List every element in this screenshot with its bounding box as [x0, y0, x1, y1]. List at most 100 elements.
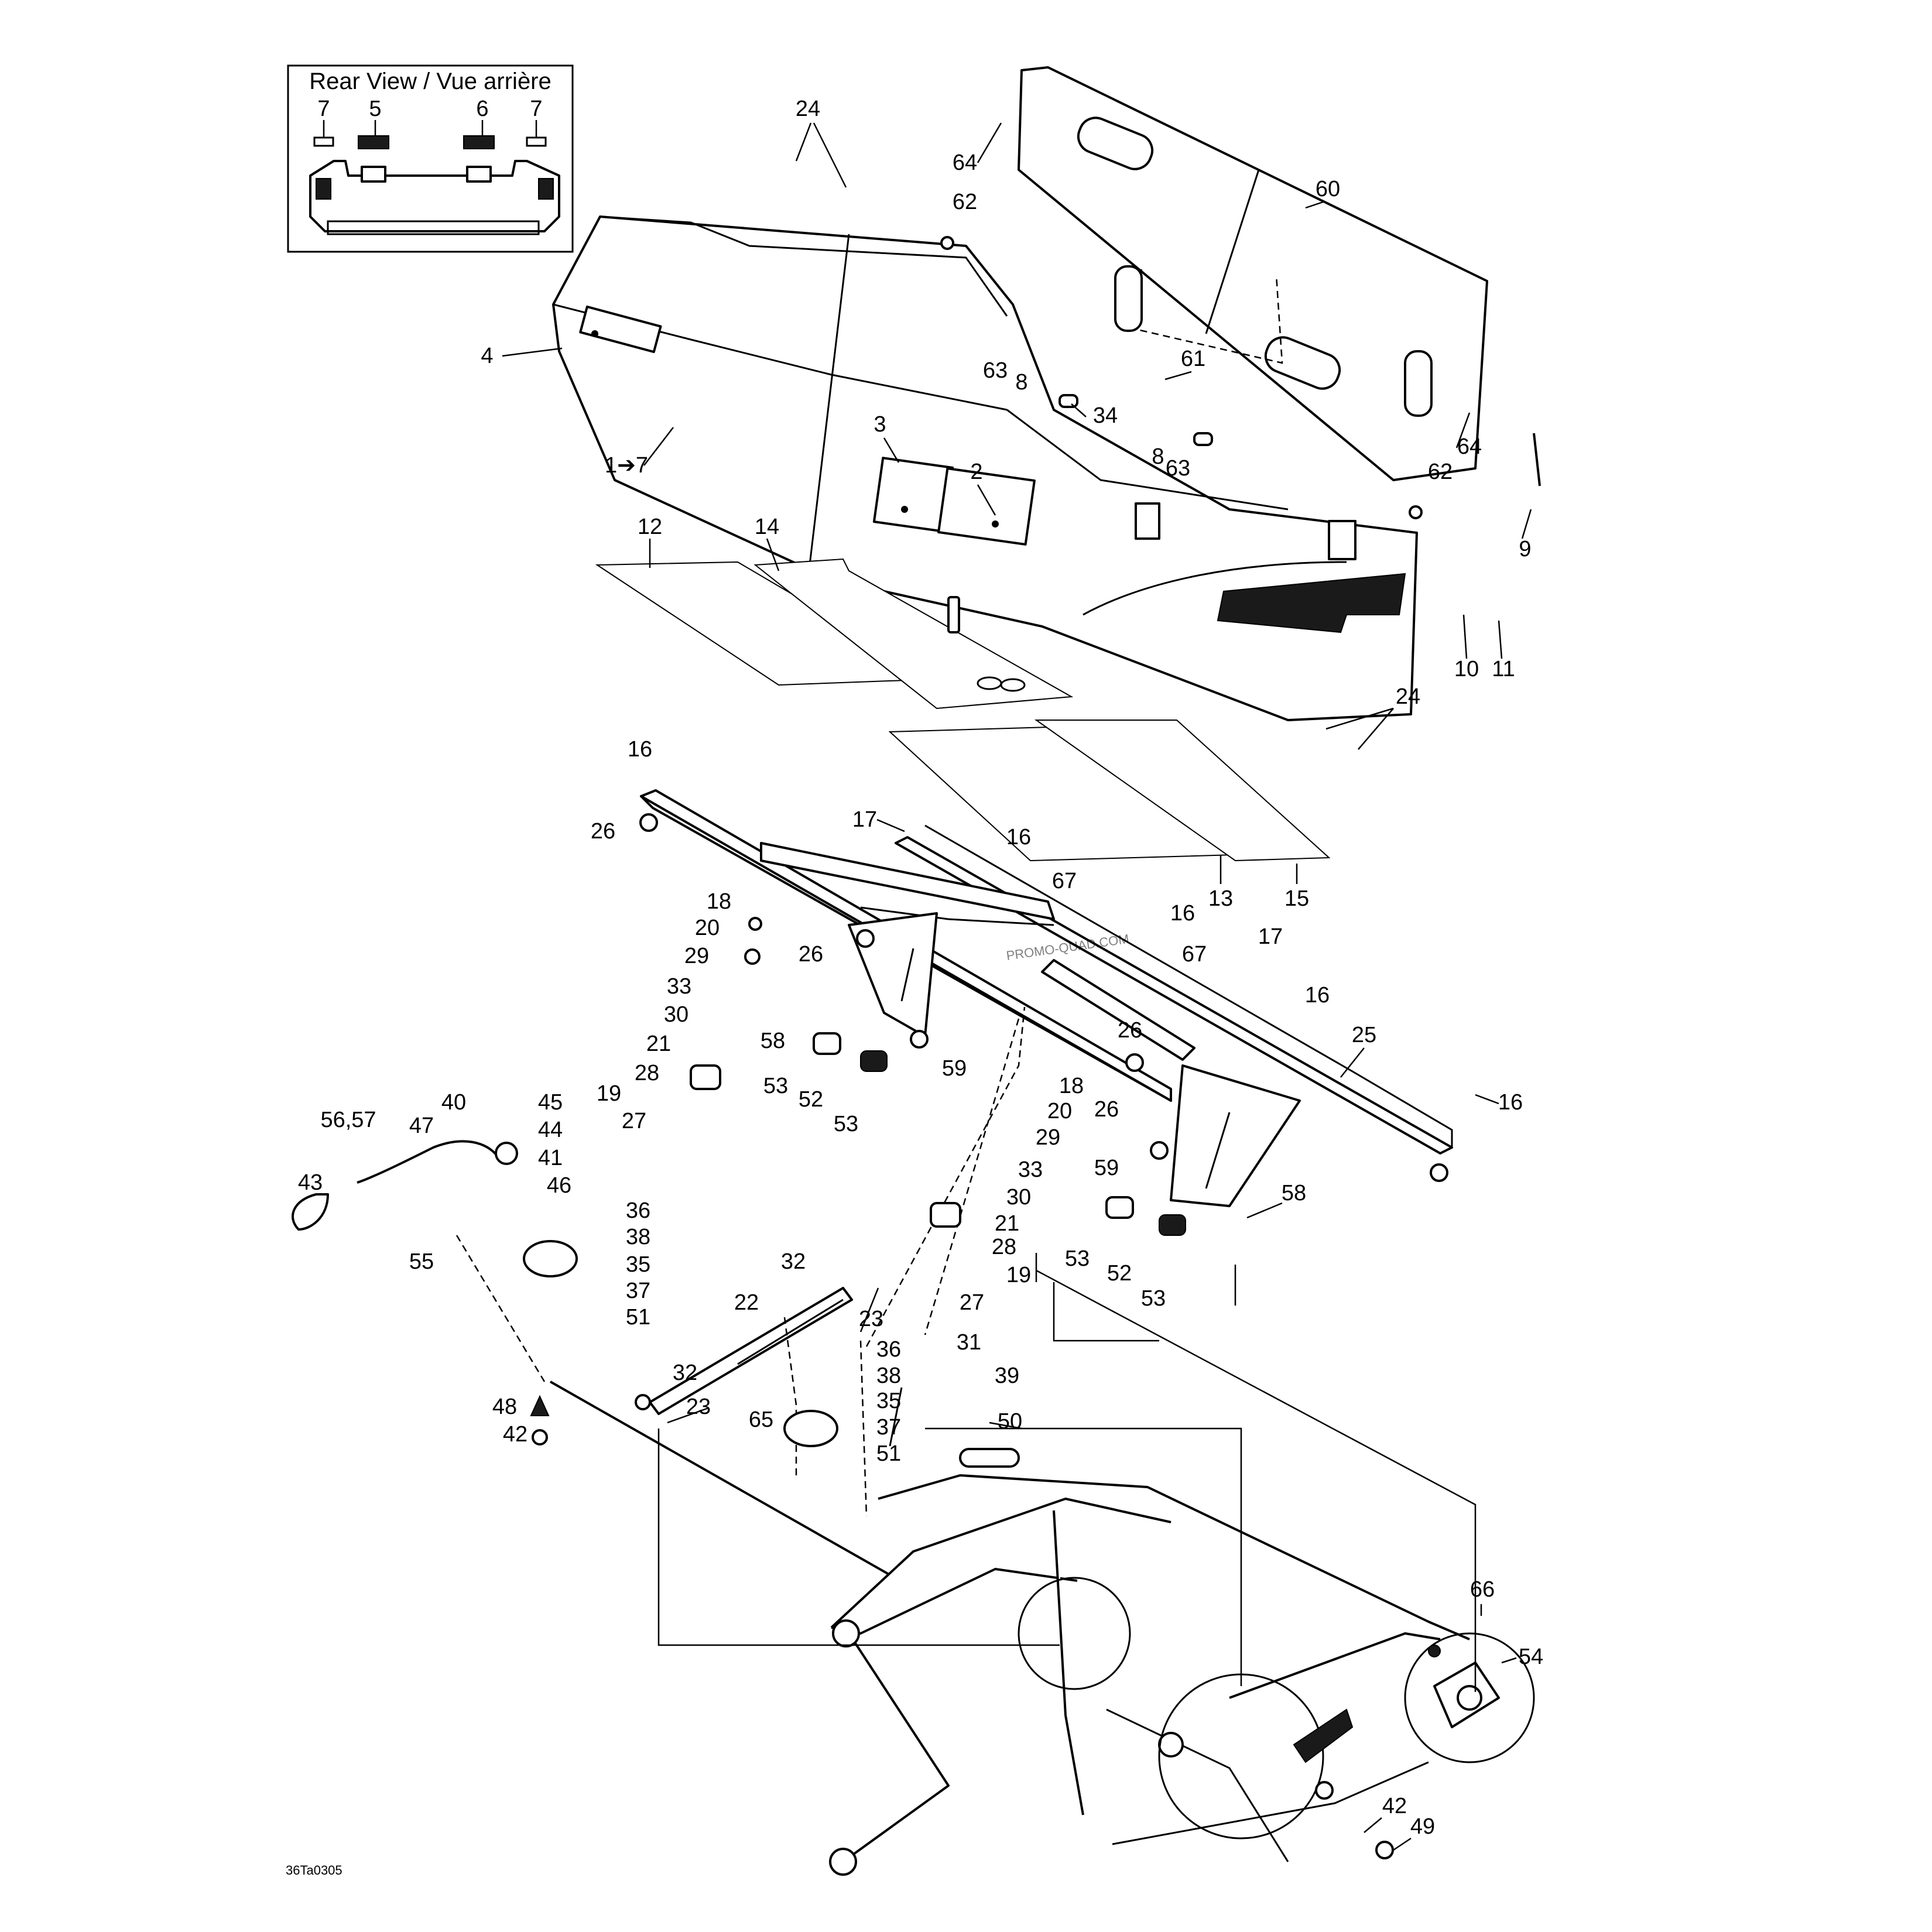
callout-14: 14 [755, 515, 779, 539]
callout-52: 52 [799, 1087, 823, 1112]
callout-22: 22 [734, 1290, 759, 1315]
callout-30: 30 [664, 1002, 688, 1027]
callout-3: 3 [873, 412, 886, 437]
callout-38: 38 [876, 1364, 901, 1388]
callout-42: 42 [1382, 1794, 1407, 1818]
callout-64: 64 [1457, 434, 1482, 459]
callout-49: 49 [1410, 1814, 1435, 1839]
callout-12: 12 [638, 515, 662, 539]
callout-63: 63 [983, 358, 1008, 383]
callout-42: 42 [503, 1422, 527, 1447]
inset-title: Rear View / Vue arrière [309, 68, 551, 94]
callout-18: 18 [707, 889, 731, 914]
callout-8: 8 [1015, 370, 1027, 395]
hardware [523, 236, 1541, 1859]
callout-66: 66 [1470, 1577, 1495, 1602]
callout-20: 20 [695, 916, 720, 940]
callout-46: 46 [547, 1173, 571, 1198]
callout-65: 65 [749, 1407, 773, 1432]
callout-35: 35 [876, 1389, 901, 1413]
callout-53: 53 [834, 1112, 858, 1136]
callout-37: 37 [626, 1279, 650, 1303]
leader-lines [502, 122, 1532, 1851]
callout-26: 26 [799, 942, 823, 967]
callout-1-to-7: 1➔7 [605, 453, 648, 478]
callout-23: 23 [686, 1395, 711, 1419]
callout-17: 17 [1258, 924, 1283, 949]
callout-11: 11 [1492, 657, 1515, 681]
callout-47: 47 [409, 1114, 434, 1138]
inset-label-7-right: 7 [530, 97, 542, 121]
callout-16: 16 [628, 737, 652, 762]
callout-53: 53 [1065, 1246, 1090, 1271]
callout-19: 19 [597, 1081, 621, 1106]
callout-59: 59 [942, 1056, 967, 1081]
callout-9: 9 [1519, 537, 1531, 561]
callout-44: 44 [538, 1118, 563, 1142]
callout-61: 61 [1181, 347, 1205, 371]
callout-64: 64 [953, 150, 977, 175]
strut-and-rods [292, 1140, 890, 1576]
callout-17: 17 [852, 807, 877, 832]
callout-28: 28 [992, 1235, 1016, 1259]
inset-label-6: 6 [476, 97, 488, 121]
callout-40: 40 [441, 1090, 466, 1115]
callout-62: 62 [1428, 460, 1453, 484]
callout-19: 19 [1006, 1263, 1031, 1287]
callout-45: 45 [538, 1090, 563, 1115]
callout-33: 33 [667, 974, 691, 999]
callout-55: 55 [409, 1249, 434, 1274]
callout-26: 26 [1118, 1018, 1142, 1043]
callout-63: 63 [1166, 456, 1190, 481]
callout-20: 20 [1047, 1099, 1072, 1123]
callout-27: 27 [622, 1109, 646, 1133]
callout-26: 26 [591, 819, 615, 844]
callout-51: 51 [626, 1305, 650, 1330]
callout-4: 4 [481, 344, 493, 368]
callout-13: 13 [1208, 886, 1233, 911]
floor-sheets [595, 558, 1331, 862]
vehicle-frame [829, 1387, 1535, 1876]
callout-60: 60 [1316, 177, 1340, 201]
callout-34: 34 [1093, 403, 1118, 428]
callout-62: 62 [953, 190, 977, 214]
callout-16: 16 [1498, 1090, 1523, 1115]
callout-21: 21 [646, 1032, 671, 1056]
callout-58: 58 [761, 1029, 785, 1053]
inset-label-7-left: 7 [317, 97, 330, 121]
callout-54: 54 [1519, 1645, 1543, 1669]
callout-28: 28 [635, 1061, 659, 1085]
cargo-box [552, 215, 1418, 721]
callout-53: 53 [1141, 1286, 1166, 1311]
callout-33: 33 [1018, 1157, 1043, 1182]
callout-36: 36 [626, 1198, 650, 1223]
callout-2: 2 [970, 460, 982, 484]
callout-32: 32 [673, 1361, 697, 1385]
callout-29: 29 [1036, 1125, 1060, 1150]
callout-59: 59 [1094, 1156, 1119, 1180]
callout-24: 24 [796, 97, 820, 121]
callout-15: 15 [1284, 886, 1309, 911]
callout-41: 41 [538, 1146, 563, 1170]
callout-16: 16 [1170, 901, 1195, 926]
callout-53: 53 [763, 1074, 788, 1098]
callout-48: 48 [492, 1395, 517, 1419]
callout-67: 67 [1052, 869, 1077, 893]
callout-18: 18 [1059, 1074, 1084, 1098]
tailgate [1018, 66, 1488, 481]
callout-26: 26 [1094, 1097, 1119, 1122]
callout-37: 37 [876, 1415, 901, 1440]
callout-16: 16 [1006, 825, 1031, 849]
callout-38: 38 [626, 1225, 650, 1249]
callout-27: 27 [960, 1290, 984, 1315]
callout-50: 50 [998, 1409, 1022, 1434]
callout-24: 24 [1396, 684, 1420, 709]
callout-36: 36 [876, 1337, 901, 1362]
inset-label-5: 5 [369, 97, 381, 121]
callout-51: 51 [876, 1441, 901, 1466]
callout-52: 52 [1107, 1261, 1132, 1286]
rear-view-inset: Rear View / Vue arrière 7 5 6 7 [287, 64, 574, 253]
drawing-reference: 36Ta0305 [286, 1863, 342, 1878]
callout-10: 10 [1454, 657, 1479, 681]
